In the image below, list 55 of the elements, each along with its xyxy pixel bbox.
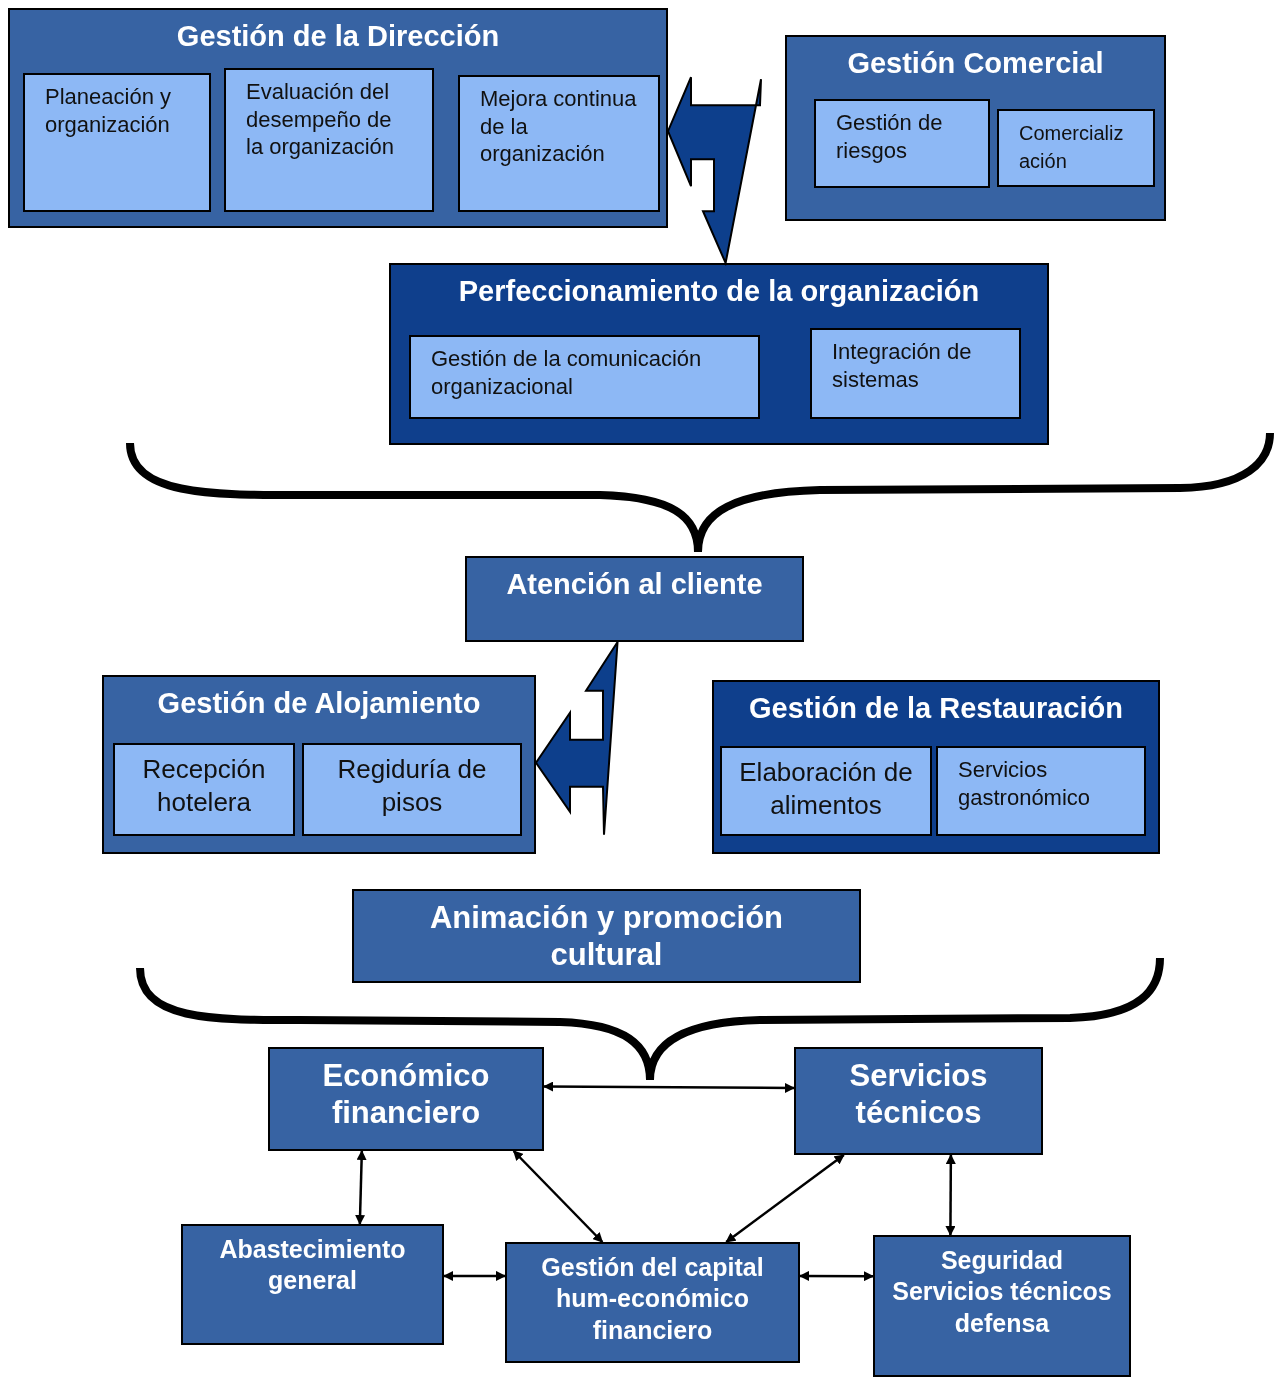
block-arrow xyxy=(666,76,762,267)
process-box xyxy=(720,746,932,836)
node-label: Comercialización xyxy=(1018,121,1125,174)
block-arrow xyxy=(534,641,619,836)
process-box xyxy=(224,68,434,212)
node-label: Seguridad Servicios técnicos defensa xyxy=(891,1245,1113,1339)
process-box xyxy=(23,73,211,212)
process-box xyxy=(936,746,1146,836)
process-box xyxy=(997,109,1155,187)
group-panel xyxy=(102,675,536,854)
node-label: Gestión de la Restauración xyxy=(748,691,1124,726)
process-box xyxy=(352,889,861,983)
process-box xyxy=(409,335,760,419)
node-label: Gestión de Alojamiento xyxy=(156,686,482,721)
node-label: Regiduría de pisos xyxy=(336,753,488,818)
process-box xyxy=(505,1242,800,1363)
group-panel xyxy=(785,35,1166,221)
node-label: Perfeccionamiento de la organización xyxy=(457,274,981,309)
process-box xyxy=(113,743,295,836)
node-label: Gestión de la comunicación organizacional xyxy=(430,345,703,400)
process-box xyxy=(814,99,990,188)
process-box xyxy=(268,1047,544,1151)
node-label: Servicios técnicos xyxy=(848,1057,989,1132)
double-arrow xyxy=(543,1081,795,1093)
node-label: Elaboración de alimentos xyxy=(738,756,914,821)
process-box xyxy=(794,1047,1043,1155)
group-panel xyxy=(389,263,1049,445)
double-arrow xyxy=(945,1154,956,1236)
node-label: Recepción hotelera xyxy=(141,753,267,818)
node-label: Animación y promoción cultural xyxy=(428,899,785,974)
double-arrow xyxy=(355,1150,367,1225)
node-label: Abastecimiento general xyxy=(218,1234,407,1297)
group-panel xyxy=(712,680,1160,854)
process-box xyxy=(181,1224,444,1345)
double-arrow xyxy=(512,1150,604,1243)
node-label: Servicios gastronómico xyxy=(957,756,1092,811)
node-label: Gestión Comercial xyxy=(846,46,1105,81)
node-label: Planeación y organización xyxy=(44,83,172,138)
process-box xyxy=(873,1235,1131,1377)
node-label: Integración de sistemas xyxy=(831,338,973,393)
node-label: Mejora continua de la organización xyxy=(479,85,638,168)
process-box xyxy=(302,743,522,836)
double-arrow xyxy=(443,1270,506,1281)
node-label: Atención al cliente xyxy=(505,567,764,602)
node-label: Gestión de riesgos xyxy=(835,109,944,164)
node-label: Evaluación del desempeño de la organización xyxy=(245,78,395,161)
process-box xyxy=(458,75,660,212)
node-label: Económico financiero xyxy=(321,1057,491,1132)
node-label: Gestión de la Dirección xyxy=(175,19,501,54)
node-label: Gestión del capital hum-económico financiero xyxy=(540,1252,765,1346)
process-box xyxy=(810,328,1021,419)
process-box xyxy=(465,556,804,642)
double-arrow xyxy=(799,1270,874,1282)
double-arrow xyxy=(725,1154,845,1243)
group-panel xyxy=(8,8,668,228)
